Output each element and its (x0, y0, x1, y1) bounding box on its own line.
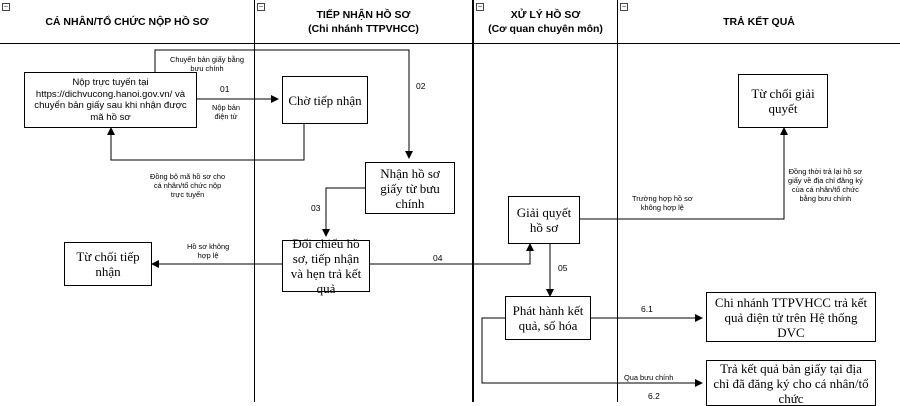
label-sync-code: Đồng bộ mã hồ sơ cho cá nhân/tổ chức nộp… (150, 172, 226, 199)
lane-header-processing: XỬ LÝ HỒ SƠ (Cơ quan chuyên môn) (474, 0, 617, 44)
lane-title: TRẢ KẾT QUẢ (723, 15, 795, 28)
label-03: 03 (311, 203, 321, 213)
node-compare[interactable]: Đối chiếu hồ sơ, tiếp nhận và hẹn trả kế… (282, 236, 370, 296)
minus-box-icon[interactable]: − (2, 3, 10, 11)
lane-header-applicant: CÁ NHÂN/TỔ CHỨC NỘP HỒ SƠ (0, 0, 254, 44)
label-6-2: 6.2 (648, 391, 660, 401)
lane-title: TIẾP NHẬN HỒ SƠ (316, 8, 411, 21)
edge-paper-compare (322, 187, 365, 237)
node-reject-receive[interactable]: Từ chối tiếp nhận (64, 242, 152, 286)
edge-issue-paper (481, 317, 703, 387)
label-post-paper: Chuyển bản giấy bằng bưu chính (170, 55, 244, 73)
edge-compare-process (370, 243, 534, 265)
lane-divider-1 (254, 0, 255, 402)
minus-box-icon[interactable]: − (476, 3, 484, 11)
minus-box-icon[interactable]: − (257, 3, 265, 11)
node-issue[interactable]: Phát hành kết quả, số hóa (505, 296, 591, 340)
lane-subtitle: (Chi nhánh TTPVHCC) (308, 22, 419, 35)
lane-title: CÁ NHÂN/TỔ CHỨC NỘP HỒ SƠ (45, 15, 209, 28)
lane-divider-2 (472, 0, 474, 402)
edge-invalid-reject (580, 127, 788, 220)
edge-post-paper (154, 49, 413, 159)
label-6-1: 6.1 (641, 304, 653, 314)
node-process[interactable]: Giải quyết hồ sơ (508, 196, 580, 244)
node-reject-process[interactable]: Từ chối giải quyết (738, 74, 828, 128)
label-04: 04 (433, 253, 443, 263)
edge-sync-code (107, 124, 305, 161)
label-02: 02 (416, 81, 426, 91)
label-05: 05 (558, 263, 568, 273)
lane-subtitle: (Cơ quan chuyên môn) (488, 22, 603, 35)
node-receive-paper[interactable]: Nhận hồ sơ giấy từ bưu chính (365, 162, 455, 214)
lane-header-result: TRẢ KẾT QUẢ (618, 0, 900, 44)
label-01: 01 (220, 84, 230, 94)
node-return-electronic[interactable]: Chi nhánh TTPVHCC trả kết quả điện tử tr… (706, 292, 876, 342)
minus-box-icon[interactable]: − (620, 3, 628, 11)
lane-header-reception: TIẾP NHẬN HỒ SƠ (Chi nhánh TTPVHCC) (255, 0, 472, 44)
label-invalid-case: Trường hợp hồ sơ không hợp lệ (632, 194, 693, 212)
label-return-notice: Đồng thời trả lại hồ sơ giấy về địa chỉ … (788, 167, 863, 203)
label-via-post: Qua bưu chính (624, 373, 674, 382)
node-wait-receive[interactable]: Chờ tiếp nhận (282, 76, 368, 124)
node-return-paper[interactable]: Trả kết quả bản giấy tại địa chỉ đã đăng… (706, 360, 876, 406)
lane-title: XỬ LÝ HỒ SƠ (510, 8, 581, 21)
node-online-submit[interactable]: Nộp trực tuyến tại https://dichvucong.ha… (24, 72, 197, 128)
lane-divider-3 (617, 0, 618, 402)
label-submit-electronic: Nộp bản điện tử (212, 103, 240, 121)
label-invalid-reject: Hồ sơ không hợp lệ (187, 242, 230, 260)
